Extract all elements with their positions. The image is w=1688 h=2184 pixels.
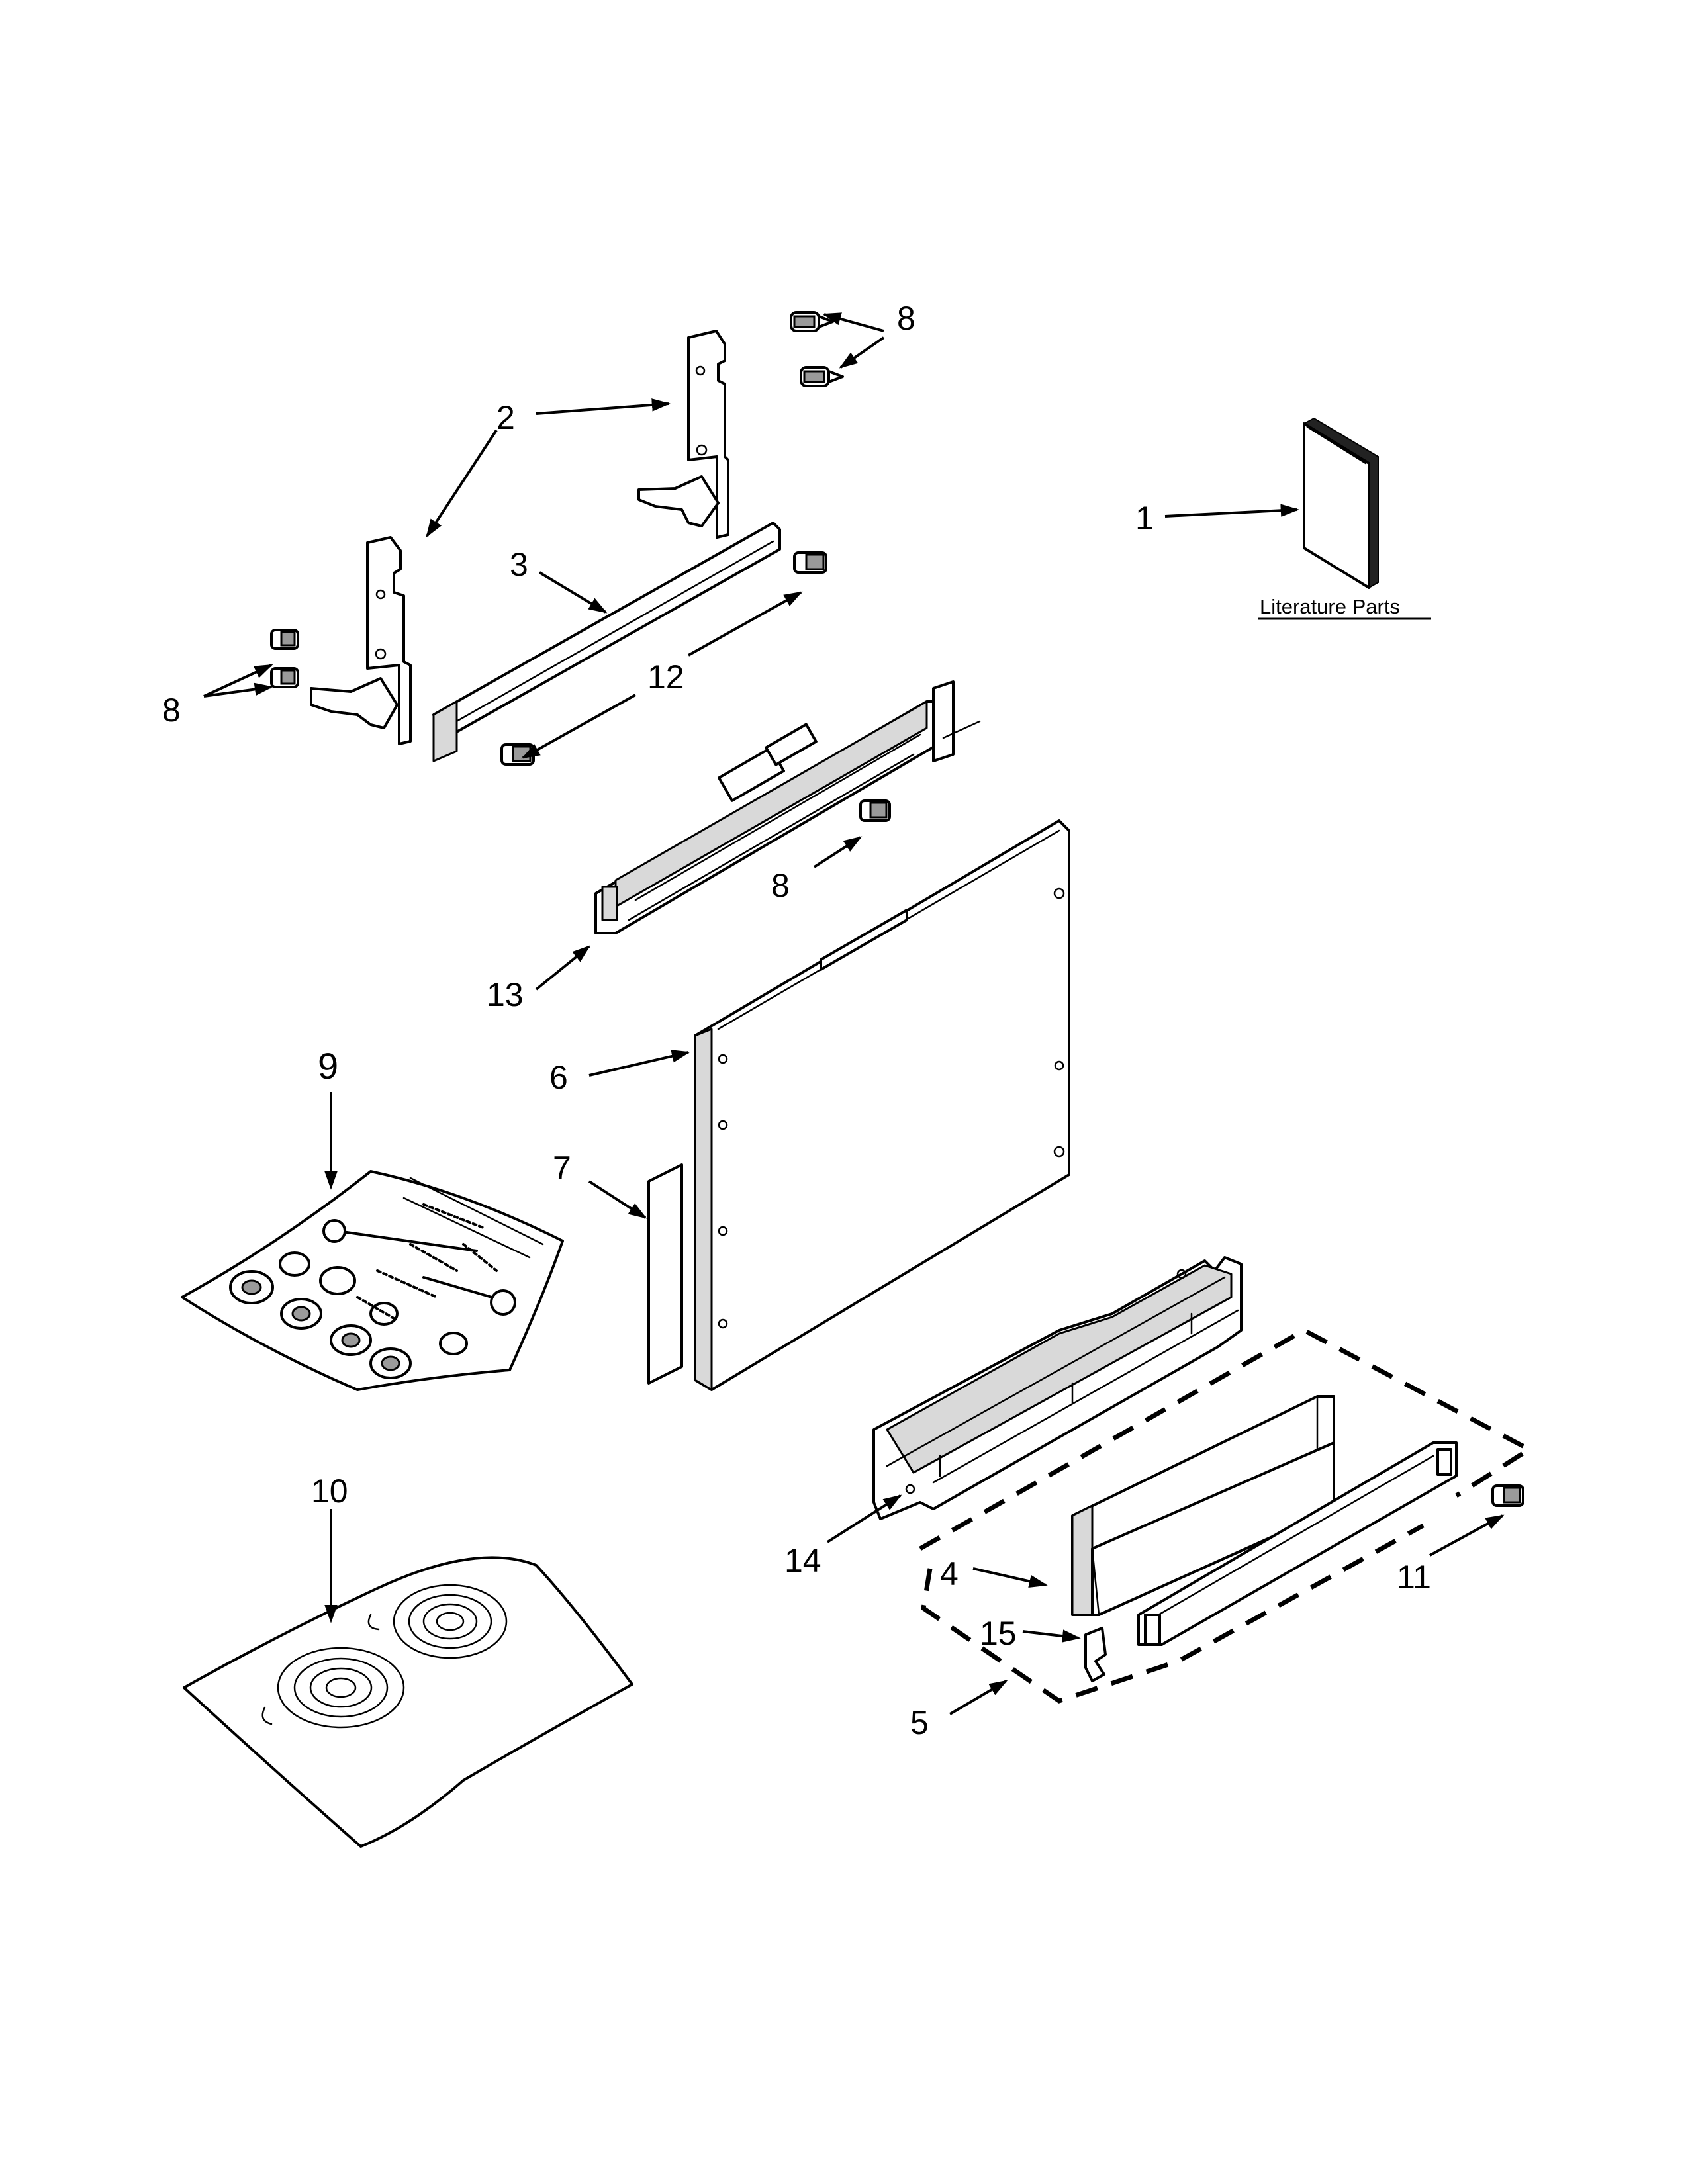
leader-lines bbox=[203, 312, 1505, 1715]
kick-plate bbox=[1071, 1395, 1335, 1616]
toe-strip bbox=[1137, 1441, 1458, 1646]
callout-6: 6 bbox=[549, 1059, 568, 1096]
callout-8-top: 8 bbox=[897, 300, 915, 337]
mounting-bracket-left bbox=[310, 536, 412, 745]
literature-booklet bbox=[1303, 417, 1379, 589]
toe-panel-bracket bbox=[872, 1256, 1243, 1520]
callout-4: 4 bbox=[940, 1555, 959, 1592]
callout-15: 15 bbox=[980, 1615, 1017, 1652]
callout-14: 14 bbox=[784, 1542, 821, 1579]
callout-8-left: 8 bbox=[162, 692, 181, 729]
callout-1: 1 bbox=[1135, 500, 1154, 537]
hardware-bag bbox=[181, 1170, 564, 1391]
door-panel bbox=[694, 819, 1070, 1391]
toe-clip bbox=[1084, 1627, 1107, 1682]
control-frame bbox=[594, 680, 981, 934]
insulation-pad-bag bbox=[183, 1556, 633, 1848]
door-liner bbox=[647, 1163, 683, 1385]
screw-frame bbox=[859, 799, 891, 822]
callout-3: 3 bbox=[510, 546, 528, 583]
callout-5: 5 bbox=[910, 1704, 929, 1741]
callout-13: 13 bbox=[487, 976, 524, 1013]
literature-parts-label: Literature Parts bbox=[1260, 595, 1400, 618]
screw-top-2 bbox=[800, 366, 844, 387]
top-rail bbox=[432, 522, 781, 762]
callout-8-mid: 8 bbox=[771, 867, 790, 904]
screw-rail-right bbox=[793, 551, 827, 574]
screw-left-2 bbox=[270, 667, 299, 688]
assembly-dashed-outline bbox=[919, 1328, 1534, 1704]
screw-left-1 bbox=[270, 629, 299, 650]
callout-10: 10 bbox=[311, 1473, 348, 1510]
callout-11: 11 bbox=[1397, 1559, 1431, 1596]
callout-2: 2 bbox=[496, 399, 515, 436]
callout-12: 12 bbox=[647, 659, 684, 696]
callout-7: 7 bbox=[553, 1150, 571, 1187]
screw-toe-strip bbox=[1491, 1484, 1524, 1507]
callout-9: 9 bbox=[318, 1045, 338, 1087]
mounting-bracket-right bbox=[637, 330, 729, 539]
